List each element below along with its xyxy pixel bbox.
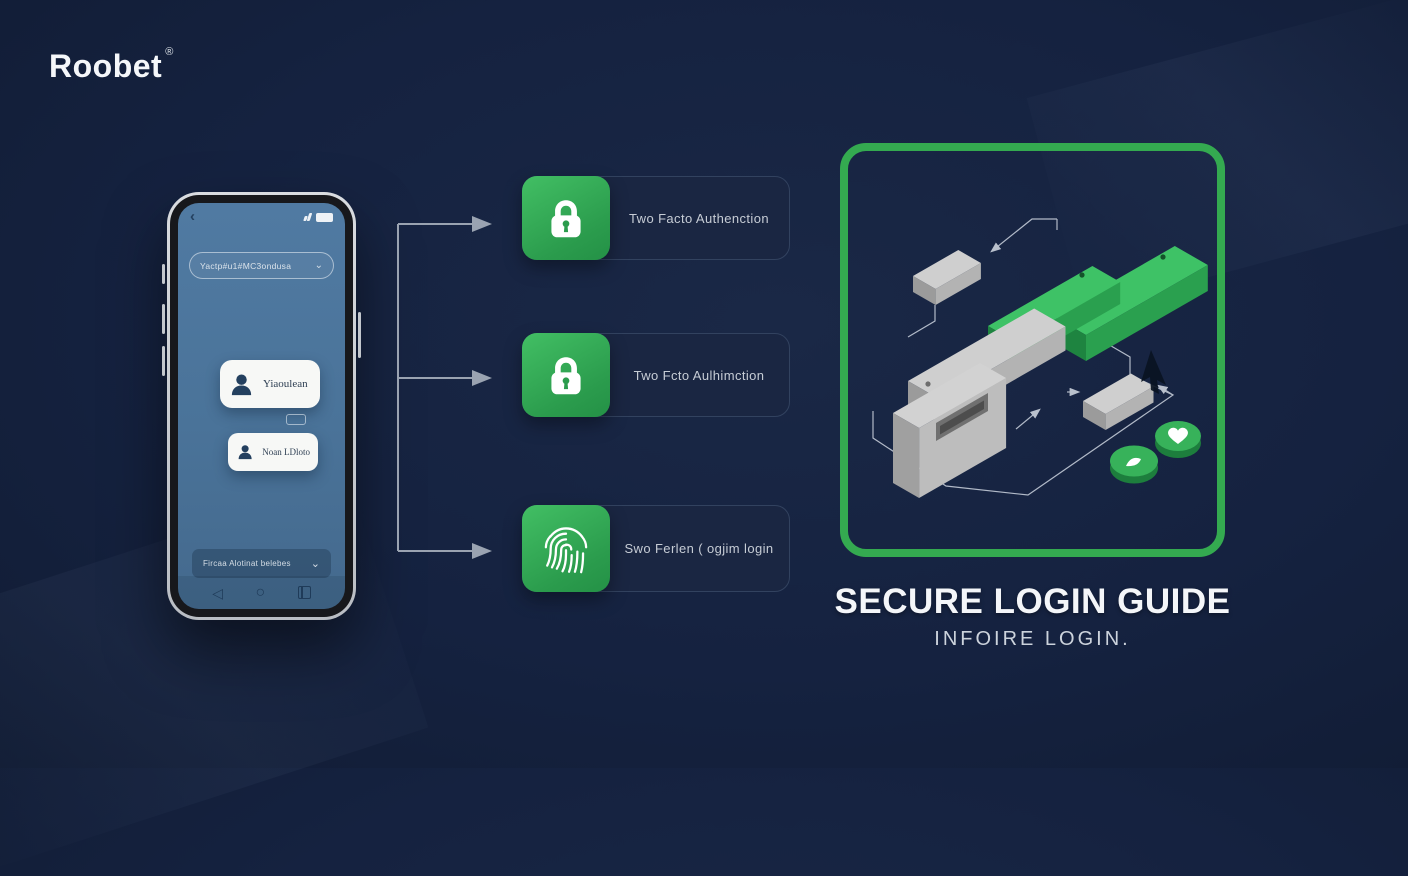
battery-icon [316, 212, 333, 222]
person-icon [238, 445, 252, 460]
heart-icon [1168, 427, 1188, 444]
feature-label: Two Facto Authenction [629, 210, 769, 226]
search-submit-icon[interactable]: ⌄ [314, 260, 323, 271]
tiny-badge-icon [286, 414, 306, 425]
back-arrow-icon[interactable]: ‹ [190, 208, 195, 225]
feature-card-2fa-2[interactable]: Two Fcto Aulhimction [522, 333, 790, 417]
phone-mute-switch [162, 264, 165, 284]
phone-status-bar: ‹ [178, 208, 345, 225]
phone-volume-down-button [162, 346, 165, 376]
lock-icon [522, 333, 610, 417]
isometric-illustration [872, 218, 1208, 498]
signal-icon [302, 213, 313, 221]
nav-home-button[interactable]: ○ [255, 583, 266, 601]
person-icon [231, 373, 252, 395]
login-method-dropdown[interactable]: Fircaa Alotinat belebes ⌄ [192, 549, 331, 578]
green-disc-token [1110, 445, 1158, 484]
gray-scanner-box [893, 363, 1007, 498]
user-card[interactable]: Noan LDloto [228, 433, 318, 471]
connector-arrows [397, 216, 492, 559]
user-card-label: Noan LDloto [262, 447, 310, 457]
phone-screen: ‹ Yactp#u1#MC3ondusa ⌄ Yiaoulean [178, 203, 345, 609]
lock-icon [522, 176, 610, 260]
secure-login-panel [840, 143, 1225, 557]
logo-text: Roobet [49, 48, 163, 84]
feature-label: Two Fcto Aulhimction [633, 367, 765, 383]
chevron-down-icon: ⌄ [310, 558, 320, 570]
feature-card-biometric[interactable]: Swo Ferlen ( ogjim login [522, 505, 790, 592]
fingerprint-icon [522, 505, 610, 592]
page-title: SECURE LOGIN GUIDE [834, 582, 1231, 621]
phone-bezel: ‹ Yactp#u1#MC3ondusa ⌄ Yiaoulean [170, 195, 353, 617]
trademark-icon: ® [165, 46, 174, 58]
cursor-icon [1141, 350, 1166, 394]
user-card-label: Yiaoulean [263, 378, 308, 390]
gray-block-small [913, 250, 981, 305]
roobet-logo: Roobet® [49, 46, 174, 85]
nav-back-button[interactable]: ◁ [212, 584, 224, 601]
caption: SECURE LOGIN GUIDE INFOIRE LOGIN. [810, 582, 1255, 651]
feature-card-2fa[interactable]: Two Facto Authenction [522, 176, 790, 260]
feature-label: Swo Ferlen ( ogjim login [624, 541, 774, 556]
green-disc-heart [1155, 421, 1201, 458]
phone-nav-bar: ◁ ○ [178, 576, 345, 609]
phone-volume-up-button [162, 304, 165, 334]
dropdown-value: Fircaa Alotinat belebes [203, 559, 291, 568]
phone-mockup: ‹ Yactp#u1#MC3ondusa ⌄ Yiaoulean [162, 192, 361, 620]
nav-recent-button[interactable] [297, 586, 311, 599]
page-subtitle: INFOIRE LOGIN. [934, 628, 1131, 650]
user-card[interactable]: Yiaoulean [220, 360, 320, 408]
search-input-value: Yactp#u1#MC3ondusa [200, 260, 292, 271]
gray-block-right [1083, 373, 1154, 430]
phone-power-button [358, 312, 361, 358]
search-input[interactable]: Yactp#u1#MC3ondusa ⌄ [189, 252, 334, 279]
